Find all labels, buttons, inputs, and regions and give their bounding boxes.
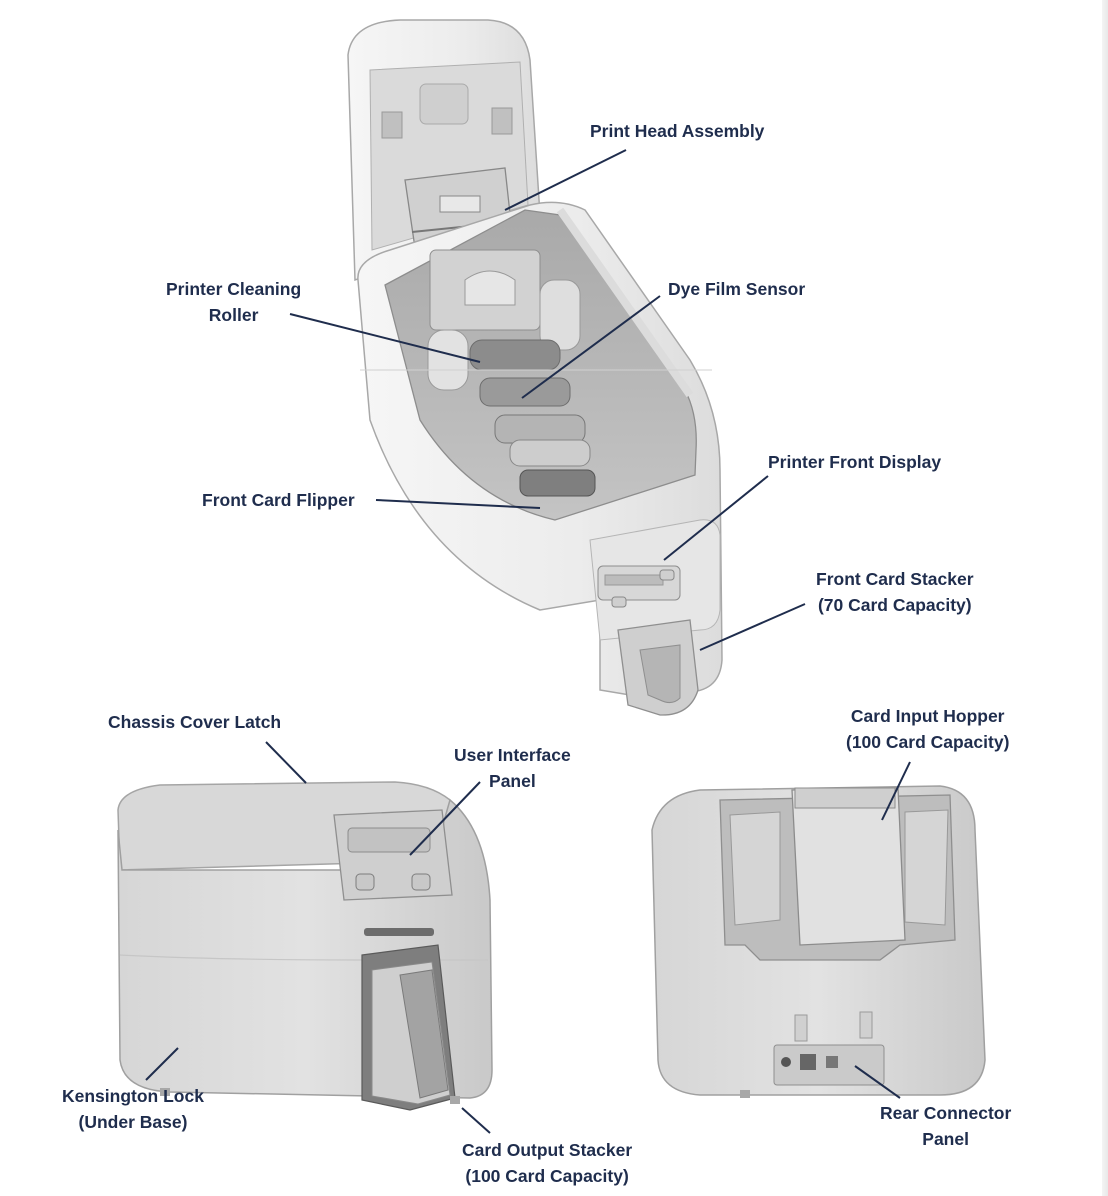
label-text: (100 Card Capacity) [465,1166,629,1186]
label-text: Print Head Assembly [590,121,765,141]
closed-printer-rear-illustration [651,785,986,1098]
label-text: Panel [922,1129,969,1149]
label-card-input-hopper: Card Input Hopper (100 Card Capacity) [846,703,1009,755]
label-text: Printer Cleaning [166,279,302,299]
leader-rear-connector [854,1065,901,1099]
label-card-output-stacker: Card Output Stacker (100 Card Capacity) [462,1137,632,1189]
leader-print-head [504,149,627,211]
leader-output-stacker [461,1107,491,1134]
page-edge [1102,0,1108,1196]
leader-front-stacker [699,603,806,651]
label-text: (100 Card Capacity) [846,732,1010,752]
label-text: Kensington Lock [62,1086,204,1106]
leader-lines [145,149,911,1134]
label-text: Printer Front Display [768,452,942,472]
label-chassis-cover-latch: Chassis Cover Latch [108,709,281,735]
leader-input-hopper [881,761,911,821]
leader-dye-film-sensor [521,295,661,399]
label-text: Card Output Stacker [462,1140,633,1160]
label-text: (Under Base) [78,1112,188,1132]
label-front-card-stacker: Front Card Stacker (70 Card Capacity) [816,566,974,618]
label-text: (70 Card Capacity) [817,595,972,615]
label-rear-connector-panel: Rear Connector Panel [880,1100,1011,1152]
leader-user-interface [409,781,481,856]
label-text: Rear Connector [880,1103,1012,1123]
label-user-interface-panel: User Interface Panel [454,742,571,794]
label-text: User Interface [454,745,571,765]
open-printer-illustration [347,19,723,716]
label-text: Chassis Cover Latch [108,712,282,732]
label-kensington-lock: Kensington Lock (Under Base) [62,1083,204,1135]
leader-kensington [145,1047,179,1081]
leader-cleaning-roller [289,313,481,363]
label-text: Card Input Hopper [850,706,1005,726]
label-dye-film-sensor: Dye Film Sensor [668,276,805,302]
label-text: Front Card Stacker [816,569,974,589]
label-print-head-assembly: Print Head Assembly [590,118,764,144]
label-front-card-flipper: Front Card Flipper [202,487,355,513]
label-text: Roller [208,305,259,325]
label-printer-cleaning-roller: Printer Cleaning Roller [166,276,301,328]
leader-chassis-latch [265,741,307,784]
leader-card-flipper [375,499,541,509]
label-printer-front-display: Printer Front Display [768,449,941,475]
label-text: Dye Film Sensor [668,279,806,299]
closed-printer-front-illustration [117,781,493,1111]
label-text: Panel [489,771,536,791]
leader-front-display [663,475,769,561]
label-text: Front Card Flipper [202,490,355,510]
